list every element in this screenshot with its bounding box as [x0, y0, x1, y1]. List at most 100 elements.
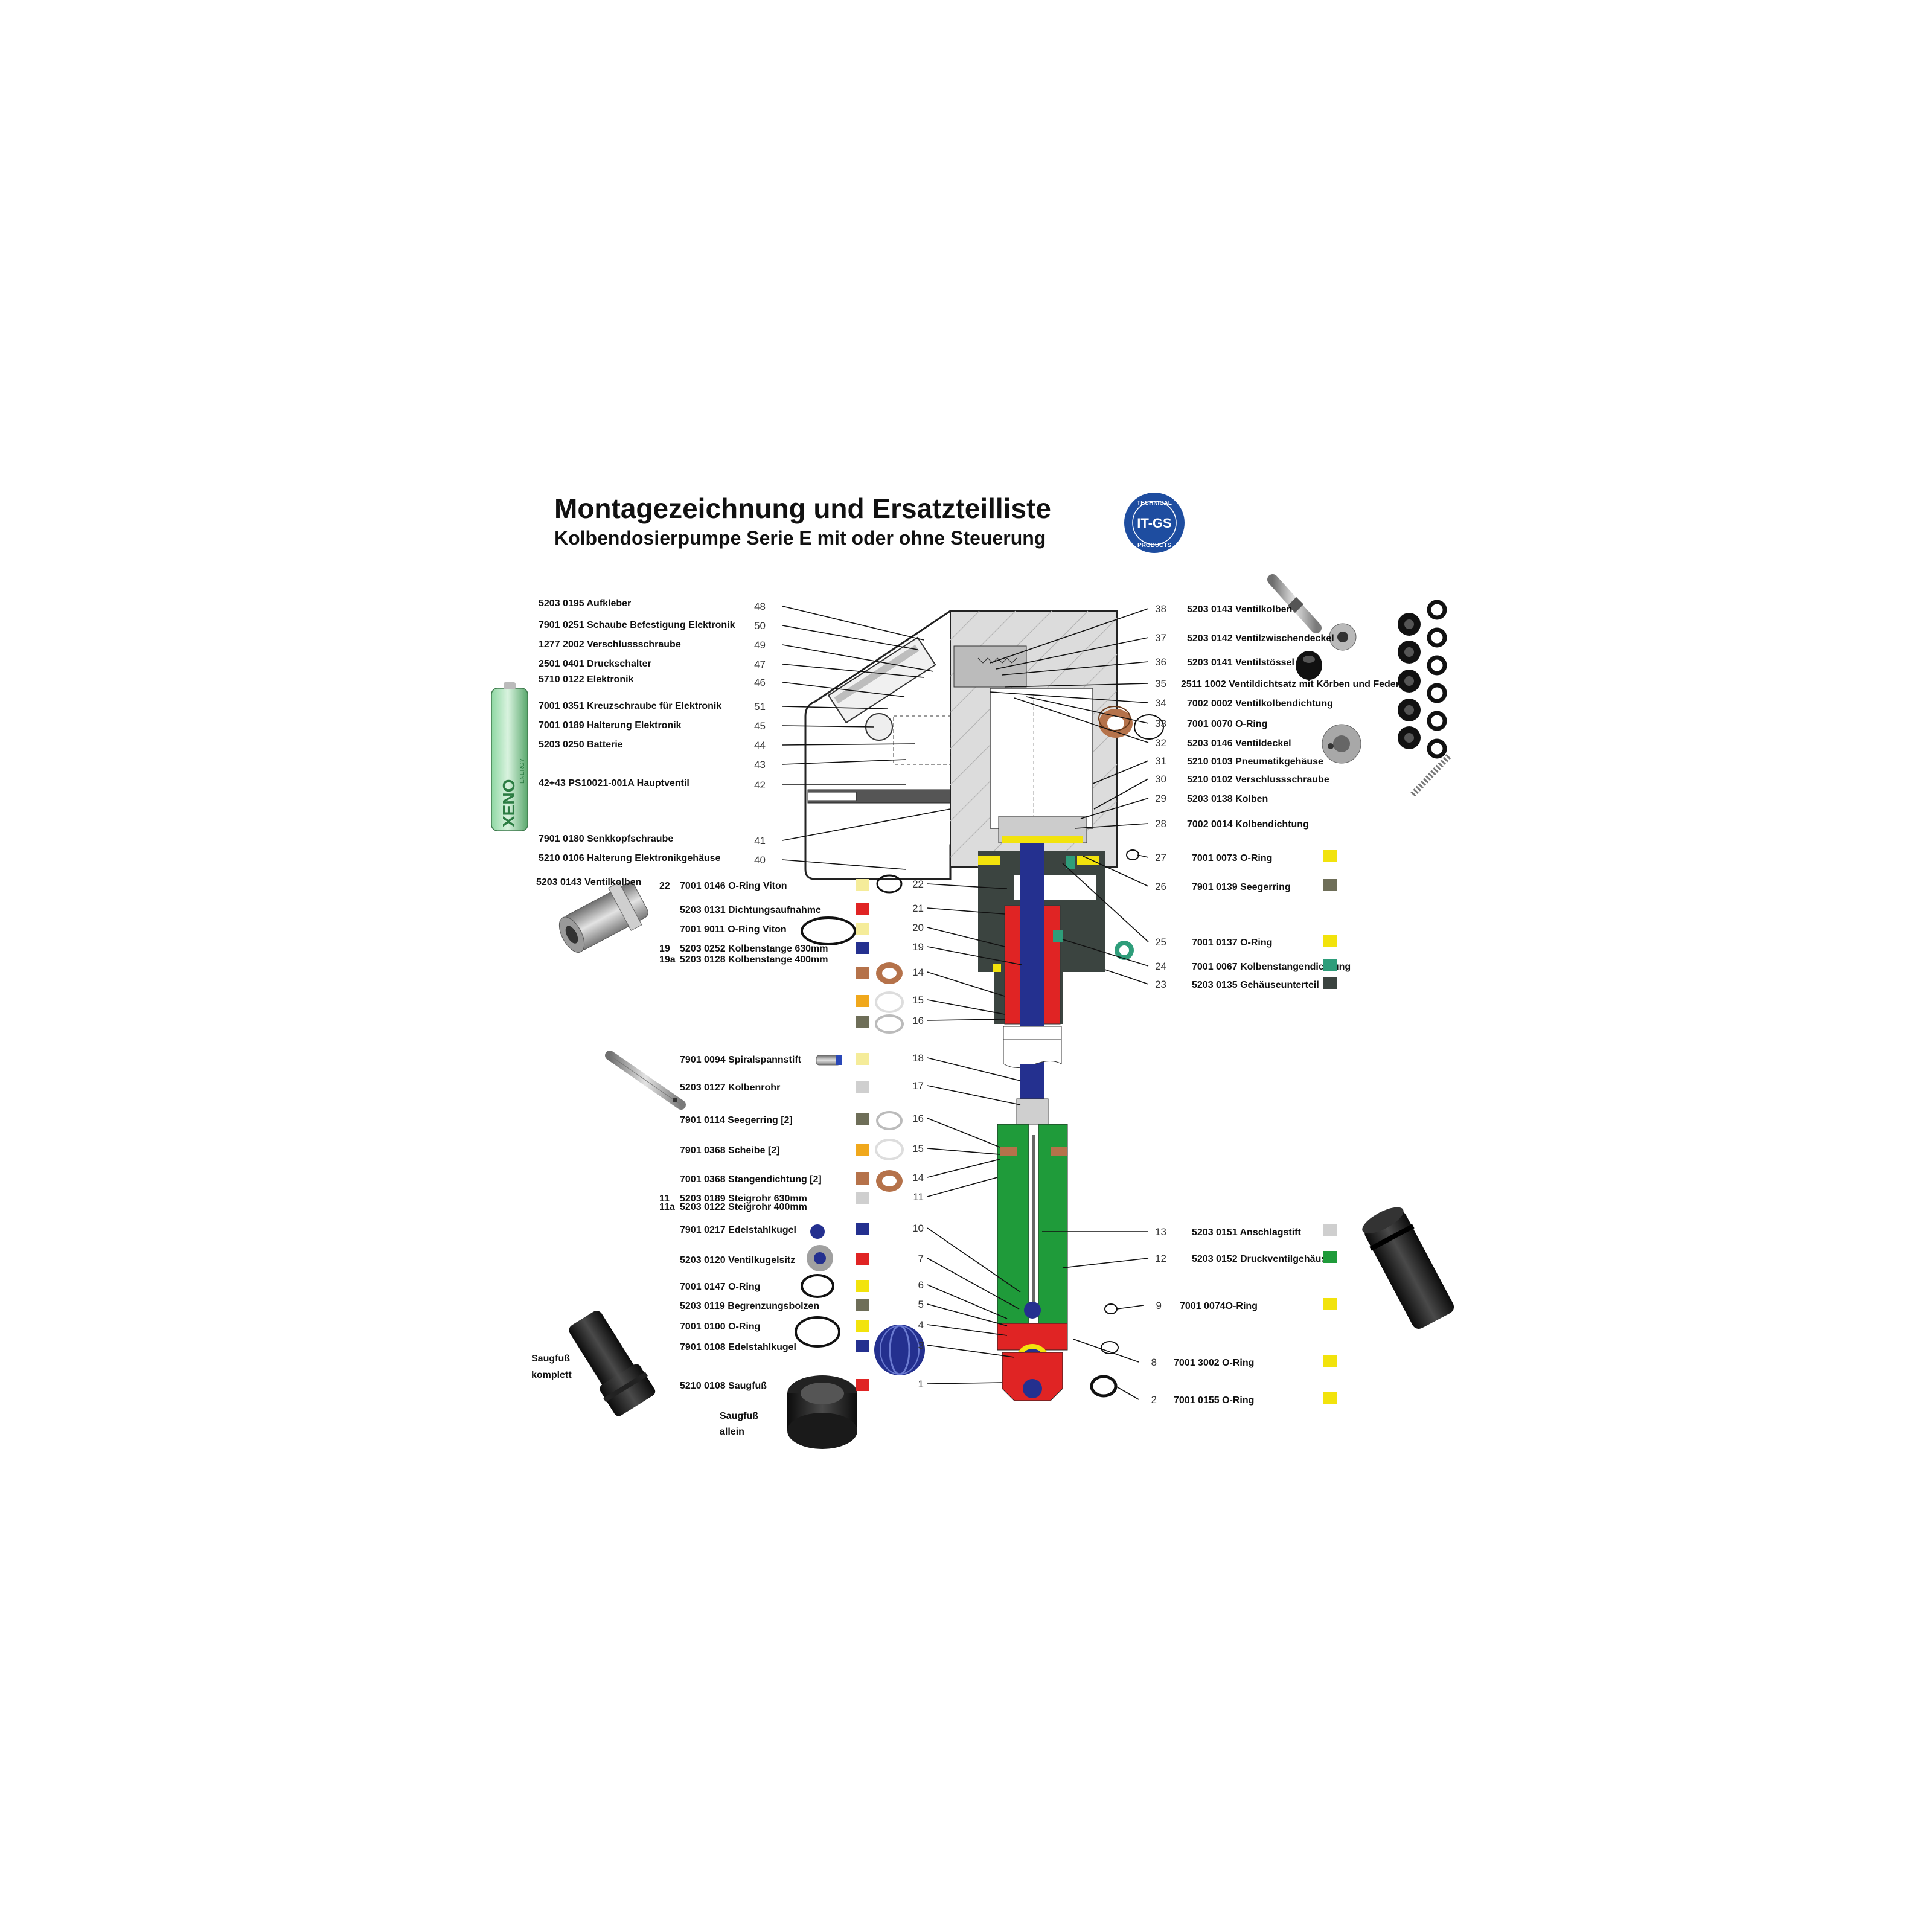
- leader-r31: [1092, 760, 1149, 784]
- leader-r38: [990, 608, 1149, 664]
- color-swatch-20: [856, 923, 869, 935]
- leader-r8: [1073, 1339, 1139, 1363]
- part-label-51: 7001 0351 Kreuzschraube für Elektronik: [539, 701, 721, 711]
- color-swatch-b14: [856, 1172, 869, 1185]
- color-swatch-b17: [856, 1081, 869, 1093]
- part-number-43: 43: [754, 759, 766, 770]
- part-label-41: 7901 0180 Senkkopfschraube: [539, 834, 673, 844]
- part-label-47: 2501 0401 Druckschalter: [539, 659, 651, 669]
- part-label-bottom-9: 7001 0147 O-Ring: [680, 1282, 760, 1292]
- saugfuss-komplett-line1: Saugfuß: [531, 1354, 570, 1364]
- part-number-22: 22: [912, 878, 924, 890]
- leader-mid-19: [927, 946, 1022, 965]
- leader-r37: [996, 637, 1149, 670]
- part-number-b16: 16: [912, 1113, 924, 1124]
- valve-piston-illustration: [558, 881, 648, 953]
- part-number-47: 47: [754, 659, 766, 670]
- leader-r27: [1137, 854, 1149, 858]
- part-label-r26: 7901 0139 Seegerring: [1192, 882, 1291, 892]
- battery-sub: ENERGY: [519, 758, 526, 784]
- color-swatch-b7: [856, 1253, 869, 1265]
- part-label-r31: 5210 0103 Pneumatikgehäuse: [1187, 756, 1323, 767]
- part-number-42: 42: [754, 779, 766, 791]
- part-label-r2: 7001 0155 O-Ring: [1174, 1395, 1254, 1406]
- part-label-bottom-5: 5203 0189 Steigrohr 630mm: [680, 1194, 807, 1204]
- leader-50: [782, 625, 918, 650]
- leader-r9: [1116, 1305, 1144, 1310]
- part-label-40: 5210 0106 Halterung Elektronikgehäuse: [539, 853, 721, 863]
- part-number-51: 51: [754, 701, 766, 712]
- part-number-45: 45: [754, 720, 766, 732]
- part-number-r32: 32: [1155, 737, 1166, 749]
- part-number-40: 40: [754, 854, 766, 866]
- part-number-r35: 35: [1155, 678, 1166, 689]
- leader-r23: [1104, 969, 1149, 985]
- part-prefix-11a: 11a: [659, 1202, 675, 1212]
- part-label-bottom-6: 5203 0122 Steigrohr 400mm: [680, 1202, 807, 1212]
- parts-list-left-top: 5203 0195 Aufkleber 48 7901 0251 Schaube B…: [539, 598, 766, 866]
- part-number-b7: 7: [918, 1253, 924, 1264]
- part-number-b14: 14: [912, 1172, 924, 1183]
- leader-mid-21: [927, 907, 1005, 915]
- leader-r12: [1062, 1258, 1149, 1268]
- battery-brand: XENO: [499, 779, 518, 827]
- part-label-r28: 7002 0014 Kolbendichtung: [1187, 819, 1309, 830]
- part-label-r13: 5203 0151 Anschlagstift: [1192, 1227, 1302, 1238]
- part-label-50: 7901 0251 Schaube Befestigung Elektronik: [539, 620, 735, 630]
- color-swatch-r25: [1323, 935, 1337, 947]
- part-label-r12: 5203 0152 Druckventilgehäuse: [1192, 1254, 1332, 1264]
- part-prefix-19: 19: [659, 944, 670, 954]
- part-label-r32: 5203 0146 Ventildeckel: [1187, 738, 1291, 749]
- leader-r32: [1014, 697, 1149, 743]
- leader-r34: [990, 691, 1149, 703]
- part-number-b10: 10: [912, 1223, 924, 1234]
- part-number-r26: 26: [1155, 881, 1166, 892]
- part-number-48: 48: [754, 601, 766, 612]
- part-prefix-19a: 19a: [659, 955, 676, 965]
- part-number-41: 41: [754, 835, 766, 846]
- logo-ring-top: TECHNICAL: [1137, 500, 1172, 507]
- part-label-44: 5203 0250 Batterie: [539, 740, 623, 750]
- part-number-49: 49: [754, 639, 766, 651]
- part-label-r29: 5203 0138 Kolben: [1187, 794, 1268, 804]
- color-swatch-19: [856, 942, 869, 954]
- color-swatch-15: [856, 995, 869, 1007]
- small-pin-illustration: [816, 1055, 842, 1066]
- battery-illustration: XENO ENERGY: [491, 682, 528, 831]
- leader-45: [782, 725, 875, 728]
- ventilstoessel-illustration: [1296, 651, 1322, 680]
- part-label-r35: 2511 1002 Ventildichtsatz mit Körben und…: [1181, 679, 1399, 689]
- part-number-r12: 12: [1155, 1253, 1166, 1264]
- leader-43: [782, 759, 906, 765]
- part-number-16: 16: [912, 1015, 924, 1026]
- page-subtitle: Kolbendosierpumpe Serie E mit oder ohne …: [554, 527, 1046, 549]
- part-label-r23: 5203 0135 Gehäuseunterteil: [1192, 980, 1319, 990]
- part-number-b11: 11: [913, 1191, 924, 1203]
- part-number-r34: 34: [1155, 697, 1166, 709]
- leader-b6: [927, 1284, 1008, 1319]
- color-swatch-r24: [1323, 959, 1337, 971]
- part-number-r24: 24: [1155, 961, 1166, 972]
- leader-b10: [927, 1227, 1021, 1293]
- druckventilgehaeuse-illustration: [1362, 1207, 1454, 1329]
- part-label-49: 1277 2002 Verschlussschraube: [539, 639, 681, 650]
- saugfuss-allein-line1: Saugfuß: [720, 1411, 758, 1421]
- part-number-15: 15: [912, 994, 924, 1006]
- color-swatch-r27: [1323, 850, 1337, 862]
- ventilkolben-rod-illustration: [1267, 574, 1322, 633]
- leader-46: [782, 682, 905, 697]
- logo-text: IT-GS: [1137, 516, 1171, 531]
- leader-b16: [927, 1118, 1000, 1148]
- color-swatch-16: [856, 1016, 869, 1028]
- part-label-48: 5203 0195 Aufkleber: [539, 598, 631, 609]
- part-label-r9: 7001 0074O-Ring: [1180, 1301, 1258, 1311]
- part-label-bottom-3: 7901 0368 Scheibe [2]: [680, 1145, 779, 1156]
- color-swatch-21: [856, 903, 869, 915]
- ventilzwischendeckel-illustration: [1329, 623, 1357, 651]
- color-swatch-b5: [856, 1299, 869, 1311]
- leader-b1: [927, 1382, 1003, 1384]
- part-number-b3: 3: [918, 1340, 924, 1351]
- leader-49: [782, 644, 934, 672]
